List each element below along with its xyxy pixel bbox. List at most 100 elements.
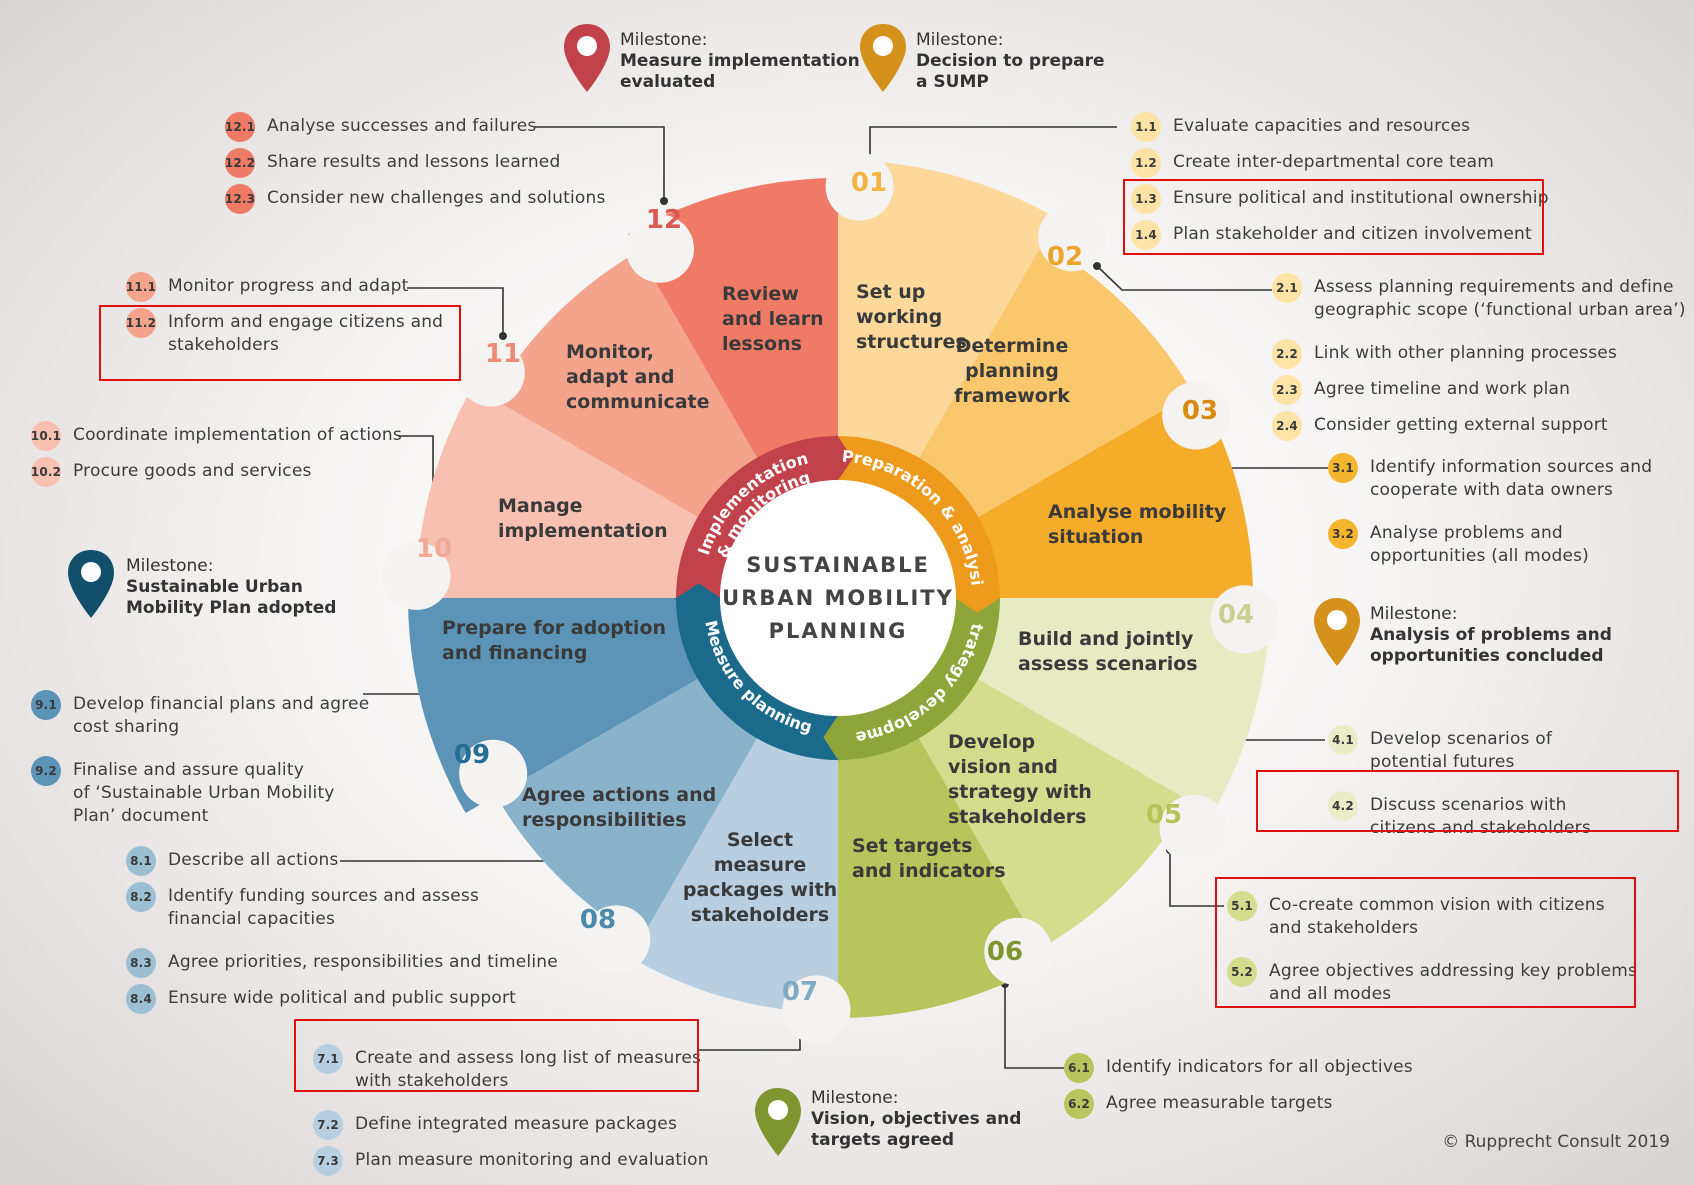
activity-badge: 5.1	[1227, 891, 1257, 921]
activity-text: Co-create common vision with citizens an…	[1269, 895, 1605, 938]
activity-badge: 6.1	[1064, 1053, 1094, 1083]
milestone-name-line-2: targets agreed	[811, 1130, 955, 1150]
activity-6-1: 6.1 Identify indicators for all objective…	[1064, 1053, 1413, 1083]
phase-ring-segment	[676, 436, 838, 598]
activity-text: Agree measurable targets	[1106, 1093, 1333, 1113]
activity-badge: 5.2	[1227, 957, 1257, 987]
step-title-03: situation	[1048, 526, 1143, 548]
milestone-name-line-1: Vision, objectives and	[811, 1109, 1022, 1129]
activity-badge: 4.2	[1328, 791, 1358, 821]
step-title-11: Monitor,	[566, 341, 654, 363]
step-title-01: working	[856, 306, 942, 328]
step-title-02: Determine	[956, 335, 1069, 357]
highlight-box-11-2	[99, 305, 461, 381]
activity-badge: 7.1	[313, 1044, 343, 1074]
step-title-06: Set targets	[852, 835, 972, 857]
activity-badge: 8.1	[126, 846, 156, 876]
activity-badge: 2.1	[1272, 273, 1302, 303]
activity-text: Finalise and assure quality of ‘Sustaina…	[73, 760, 335, 826]
step-title-02: planning	[965, 360, 1059, 382]
center-title-line-1: SUSTAINABLE	[746, 553, 930, 577]
activity-text: Create inter-departmental core team	[1173, 152, 1494, 172]
activity-badge: 2.3	[1272, 375, 1302, 405]
step-title-09: Prepare for adoption	[442, 617, 666, 639]
activity-text: Develop financial plans and agree cost s…	[73, 694, 370, 737]
activity-text: Evaluate capacities and resources	[1173, 116, 1471, 136]
step-title-01: Set up	[856, 281, 925, 303]
center-title-line-3: PLANNING	[769, 619, 908, 643]
connector-line	[1004, 984, 1064, 1069]
connector-dot	[1093, 262, 1101, 270]
step-title-05: Develop	[948, 731, 1035, 753]
activity-badge: 1.1	[1131, 112, 1161, 142]
activity-1-4: 1.4 Plan stakeholder and citizen involvem…	[1131, 220, 1532, 250]
activity-9-1: 9.1 Develop financial plans and agree cos…	[31, 690, 369, 739]
activity-badge: 1.2	[1131, 148, 1161, 178]
milestone-name-line-1: Analysis of problems and	[1370, 625, 1612, 645]
petal-notch	[382, 541, 451, 610]
activity-5-1: 5.1 Co-create common vision with citizens…	[1227, 891, 1605, 940]
activity-text: Identify indicators for all objectives	[1106, 1057, 1413, 1077]
petal-notch	[1162, 381, 1231, 450]
petal-notch	[459, 739, 528, 808]
activity-badge: 8.4	[126, 984, 156, 1014]
phase-ring-arrow	[823, 713, 840, 762]
milestone-label: Milestone:	[620, 30, 708, 50]
step-number-08: 08	[580, 905, 616, 935]
step-title-11: communicate	[566, 391, 710, 413]
milestone-name-line-1: Measure implementation	[620, 51, 860, 71]
activity-text: Identify information sources and coopera…	[1370, 457, 1653, 500]
activity-text: Ensure wide political and public support	[168, 988, 517, 1008]
step-title-05: vision and	[948, 756, 1058, 778]
step-number-05: 05	[1146, 800, 1182, 830]
phase-ring-arrow	[674, 583, 723, 600]
step-number-12: 12	[646, 205, 682, 235]
activity-badge: 1.3	[1131, 184, 1161, 214]
activity-text: Share results and lessons learned	[267, 152, 561, 172]
milestone-label: Milestone:	[126, 556, 214, 576]
step-title-12: and learn	[722, 308, 824, 330]
connector-line	[699, 1028, 801, 1051]
center-title-line-2: URBAN MOBILITY	[722, 586, 954, 610]
connector-line	[1096, 265, 1272, 291]
connector-line	[869, 126, 1117, 168]
step-title-09: and financing	[442, 642, 587, 664]
activity-badge: 9.1	[31, 690, 61, 720]
activity-badge: 3.1	[1328, 453, 1358, 483]
phase-ring	[674, 434, 1002, 762]
step-number-10: 10	[416, 534, 452, 564]
step-title-12: lessons	[722, 333, 802, 355]
step-number-11: 11	[485, 339, 521, 369]
activity-1-2: 1.2 Create inter-departmental core team	[1131, 148, 1494, 178]
activity-badge: 12.3	[225, 184, 255, 214]
connector-line	[534, 126, 665, 201]
activity-text: Plan stakeholder and citizen involvement	[1173, 224, 1532, 244]
activity-text: Agree objectives addressing key problems…	[1269, 961, 1638, 1004]
phase-ring-arrow	[953, 596, 1002, 613]
step-title-04: assess scenarios	[1018, 653, 1198, 675]
location-pin-icon	[860, 24, 906, 92]
connector-dot	[660, 197, 668, 205]
activity-badge: 1.4	[1131, 220, 1161, 250]
location-pin-icon	[1314, 598, 1360, 666]
location-pin-icon	[564, 24, 610, 92]
phase-ring-segment	[838, 598, 1000, 760]
highlight-box-4-2	[1256, 770, 1679, 832]
step-title-07: packages with	[683, 879, 837, 901]
center-circle	[720, 480, 956, 716]
activity-5-2: 5.2 Agree objectives addressing key probl…	[1227, 957, 1637, 1006]
milestone-name-line-2: opportunities concluded	[1370, 646, 1604, 666]
